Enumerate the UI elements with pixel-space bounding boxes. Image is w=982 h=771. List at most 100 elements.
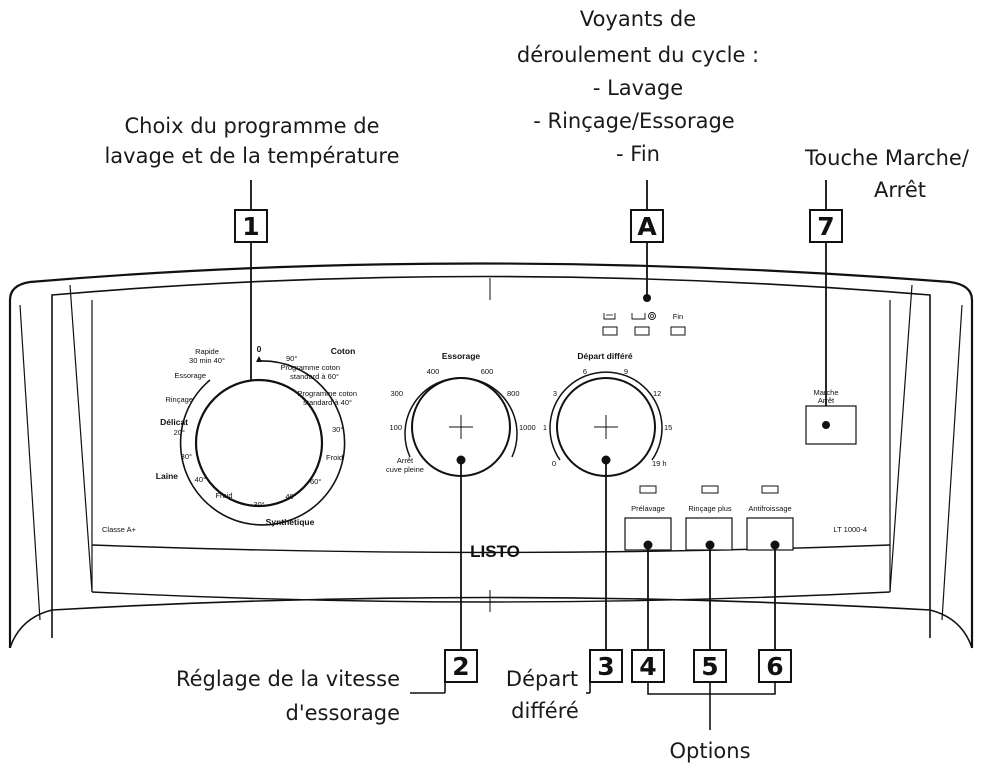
- delay-dial: Départ différé 6 9 3 12 1 15 0 19 h: [543, 351, 672, 477]
- voyants-annotation-line3: - Lavage: [593, 76, 683, 100]
- svg-text:Laine: Laine: [156, 471, 178, 481]
- rincage-plus-light: [701, 485, 719, 494]
- fin-indicator-label: Fin: [673, 312, 683, 321]
- voyants-annotation-line5: - Fin: [616, 142, 660, 166]
- svg-text:Arrêt: Arrêt: [397, 456, 414, 465]
- voyants-annotation-line1: Voyants de: [580, 7, 696, 31]
- voyants-annotation: Voyants de déroulement du cycle : - Lava…: [517, 7, 759, 166]
- program-annotation: Choix du programme de lavage et de la te…: [104, 114, 399, 168]
- svg-text:3: 3: [553, 389, 557, 398]
- svg-text:1: 1: [543, 423, 547, 432]
- svg-text:Froid: Froid: [326, 453, 343, 462]
- svg-text:Synthétique: Synthétique: [266, 517, 315, 527]
- svg-text:60°: 60°: [310, 477, 321, 486]
- panel-outline: [8, 262, 974, 649]
- svg-text:600: 600: [481, 367, 494, 376]
- svg-text:300: 300: [390, 389, 403, 398]
- marche-label: Marche: [813, 388, 838, 397]
- depart-annotation: Départ différé: [506, 667, 579, 723]
- voyants-annotation-line4: - Rinçage/Essorage: [533, 109, 734, 133]
- svg-text:3: 3: [597, 652, 614, 681]
- fin-indicator-light: [670, 326, 686, 336]
- svg-text:20°: 20°: [174, 428, 185, 437]
- svg-text:0: 0: [552, 459, 556, 468]
- wash-indicator-light: [602, 326, 618, 336]
- svg-text:19 h: 19 h: [652, 459, 667, 468]
- rinse-indicator-light: [634, 326, 650, 336]
- arret-label: Arrêt: [818, 396, 835, 405]
- svg-text:800: 800: [507, 389, 520, 398]
- program-annotation-line2: lavage et de la température: [104, 144, 399, 168]
- svg-text:Coton: Coton: [331, 346, 356, 356]
- marche-annotation: Touche Marche/ Arrêt: [804, 146, 970, 202]
- svg-text:1: 1: [242, 212, 259, 241]
- marche-arret-button[interactable]: [805, 405, 857, 445]
- vitesse-annotation-line2: d'essorage: [285, 701, 400, 725]
- spin-dial: Essorage 400 600 300 800 100 1000 Arrêt …: [386, 351, 536, 477]
- svg-text:0: 0: [257, 344, 262, 354]
- marche-annotation-line1: Touche Marche/: [804, 146, 970, 170]
- svg-text:30 min 40°: 30 min 40°: [189, 356, 225, 365]
- svg-text:15: 15: [664, 423, 672, 432]
- svg-text:40°: 40°: [285, 492, 296, 501]
- svg-text:Délicat: Délicat: [160, 417, 188, 427]
- program-dial: 0 Rapide 30 min 40° Essorage Rinçage Dél…: [156, 344, 357, 527]
- options-annotation: Options: [669, 739, 750, 763]
- depart-annotation-line1: Départ: [506, 667, 578, 691]
- callout-4: 4: [631, 540, 665, 683]
- program-knob[interactable]: [194, 378, 324, 508]
- marche-annotation-line2: Arrêt: [874, 178, 926, 202]
- callout-2: 2: [410, 455, 478, 694]
- option-buttons: Prélavage Rinçage plus Antifroissage: [624, 485, 794, 551]
- svg-text:cuve pleine: cuve pleine: [386, 465, 424, 474]
- svg-text:40°: 40°: [195, 475, 206, 484]
- depart-annotation-line2: différé: [511, 699, 579, 723]
- callout-5: 5: [693, 540, 727, 683]
- model-label: LT 1000-4: [834, 525, 868, 534]
- callout-6: 6: [758, 540, 792, 683]
- svg-text:400: 400: [427, 367, 440, 376]
- callout-A: A: [630, 180, 664, 302]
- antifroissage-light: [761, 485, 779, 494]
- cycle-indicators: Fin: [602, 312, 686, 336]
- callout-3: 3: [586, 455, 623, 694]
- svg-text:30°: 30°: [332, 425, 343, 434]
- svg-text:Rinçage: Rinçage: [165, 395, 193, 404]
- rinse-spin-indicator-icon: [631, 312, 656, 320]
- svg-text:90°: 90°: [286, 354, 297, 363]
- brand-logo: LISTO: [470, 542, 520, 561]
- svg-text:standard à 60°: standard à 60°: [290, 372, 339, 381]
- antifroissage-label: Antifroissage: [748, 504, 791, 513]
- svg-text:standard à 40°: standard à 40°: [303, 398, 352, 407]
- svg-text:Essorage: Essorage: [174, 371, 206, 380]
- svg-text:7: 7: [817, 212, 834, 241]
- rincage-plus-label: Rinçage plus: [688, 504, 732, 513]
- spin-dial-title: Essorage: [442, 351, 481, 361]
- svg-text:5: 5: [701, 652, 718, 681]
- voyants-annotation-line2: déroulement du cycle :: [517, 43, 759, 67]
- svg-text:30°: 30°: [181, 452, 192, 461]
- svg-text:6: 6: [583, 367, 587, 376]
- program-annotation-line1: Choix du programme de: [124, 114, 379, 138]
- antifroissage-button[interactable]: [746, 517, 794, 551]
- options-bracket: [647, 682, 776, 730]
- svg-text:100: 100: [389, 423, 402, 432]
- svg-text:6: 6: [766, 652, 783, 681]
- prelavage-light: [639, 485, 657, 494]
- svg-text:12: 12: [653, 389, 661, 398]
- vitesse-annotation: Réglage de la vitesse d'essorage: [176, 667, 400, 725]
- svg-text:Rapide: Rapide: [195, 347, 219, 356]
- svg-text:Froid: Froid: [215, 491, 232, 500]
- vitesse-annotation-line1: Réglage de la vitesse: [176, 667, 400, 691]
- energy-class-label: Classe A+: [102, 525, 137, 534]
- wash-indicator-icon: [603, 313, 616, 320]
- svg-text:1000: 1000: [519, 423, 536, 432]
- svg-text:Programme coton: Programme coton: [280, 363, 340, 372]
- callout-1: 1: [234, 180, 268, 397]
- delay-dial-title: Départ différé: [577, 351, 633, 361]
- svg-text:A: A: [637, 212, 657, 241]
- svg-text:30°: 30°: [253, 500, 264, 509]
- svg-text:9: 9: [624, 367, 628, 376]
- svg-text:Programme coton: Programme coton: [297, 389, 357, 398]
